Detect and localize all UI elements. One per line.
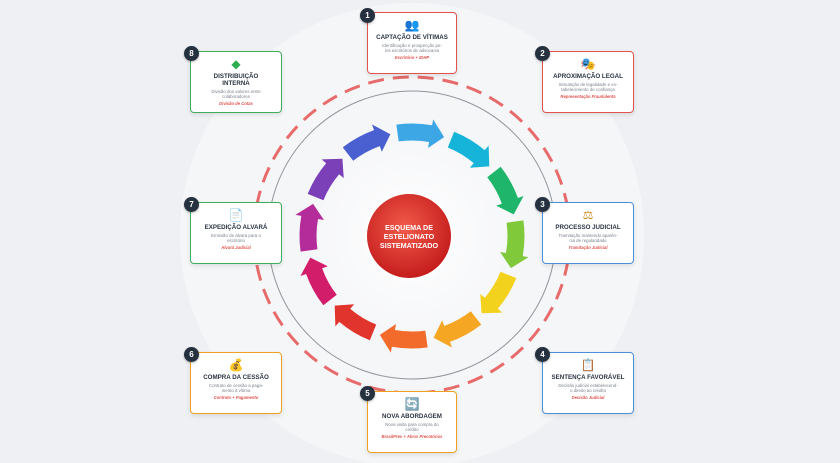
step-tag: Representação Fraudulenta [560,94,616,100]
step-number-badge: 3 [535,197,550,212]
step-tag: Alvará Judicial [221,245,251,251]
step-card-nova-abordagem[interactable]: 🔄 NOVA ABORDAGEM Nova visita para compra… [367,391,457,453]
step-number-badge: 1 [360,8,375,23]
step-description: Identificação e prospecção pe-los escrit… [382,43,442,54]
step-card-aproximacao[interactable]: 🎭 APROXIMAÇÃO LEGAL Simulação de legalid… [542,51,634,113]
step-tag: Escritório + IDHP [394,55,430,61]
step-card-processo[interactable]: ⚖ PROCESSO JUDICIAL Tramitação mantendo … [542,202,634,264]
diamond-money-icon: ◆ [231,57,241,71]
step-card-compra-cessao[interactable]: 💰 COMPRA DA CESSÃO Contrato de cessão a … [190,352,282,414]
cycle-arrow-segment [334,304,377,341]
step-card-expedicao-alvara[interactable]: 📄 EXPEDIÇÃO ALVARÁ Emissão de alvará par… [190,202,282,264]
step-description: Decisão judicial estabelecend-o direito … [558,383,618,394]
step-description: Contrato de cessão a paga-mento à vítima [208,383,264,394]
step-tag: Tramitação Judicial [568,245,608,251]
refresh-icon: 🔄 [404,397,420,411]
step-tag: Decisão Judicial [571,395,605,401]
cycle-arrow-segment [487,166,524,215]
cycle-arrow-segment [300,257,337,306]
step-title: PROCESSO JUDICIAL [555,224,621,231]
step-number-badge: 4 [535,347,550,362]
cycle-arrow-segment [379,324,428,353]
step-description: Simulação de legalidade e es-tabelecimen… [558,82,618,93]
step-tag: BrasilPrev + Alvos Precatórios [381,434,443,440]
step-tag: Divisão de Cotas [219,101,253,107]
money-bag-icon: 💰 [228,358,244,372]
step-description: Tramitação mantendo aparên-cia de regula… [558,233,618,244]
cycle-arrow-segment [295,203,324,252]
people-icon: 👥 [404,18,420,32]
cycle-arrow-segment [480,271,517,314]
step-title: CAPTAÇÃO DE VÍTIMAS [376,34,448,41]
cycle-arrow-segment [342,124,391,161]
step-number-badge: 2 [535,46,550,61]
cycle-arrow-segment [396,119,445,148]
step-card-sentenca[interactable]: 📋 SENTENÇA FAVORÁVEL Decisão judicial es… [542,352,634,414]
step-card-captacao[interactable]: 👥 CAPTAÇÃO DE VÍTIMAS Identificação e pr… [367,12,457,74]
cycle-arrow-segment [500,220,529,269]
center-circle [365,192,453,280]
step-title: SENTENÇA FAVORÁVEL [551,374,625,381]
arrow-cycle [295,119,529,353]
cycle-arrow-segment [433,311,482,348]
step-number-badge: 8 [184,46,199,61]
step-title: EXPEDIÇÃO ALVARÁ [204,224,268,231]
clipboard-icon: 📋 [580,358,596,372]
step-number-badge: 5 [360,386,375,401]
step-number-badge: 6 [184,347,199,362]
step-title: APROXIMAÇÃO LEGAL [553,73,623,80]
masks-icon: 🎭 [580,57,596,71]
scales-icon: ⚖ [582,208,594,222]
cycle-arrow-segment [307,158,344,201]
cycle-arrow-segment [447,131,490,168]
document-icon: 📄 [228,208,244,222]
step-number-badge: 7 [184,197,199,212]
step-title: COMPRA DA CESSÃO [203,374,269,381]
step-title: NOVA ABORDAGEM [382,413,442,420]
step-tag: Contrato + Pagamento [213,395,259,401]
